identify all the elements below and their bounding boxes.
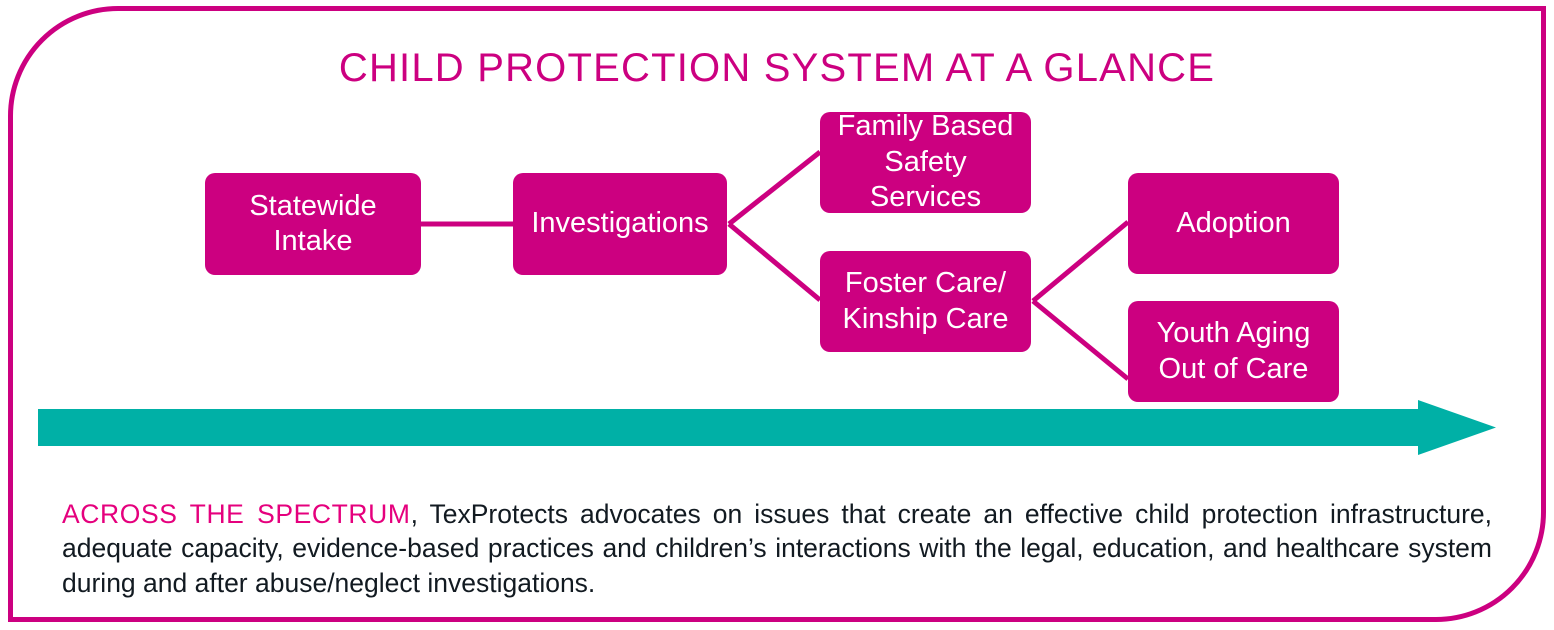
footnote-body-text: , TexProtects advocates on issues that c…: [62, 498, 1493, 598]
connector-foster-to-youth: [1031, 299, 1130, 381]
connector-investigations-to-foster: [727, 222, 822, 302]
node-family-based-safety-services[interactable]: Family Based Safety Services: [820, 110, 1031, 213]
connector-investigations-to-fbss: [727, 150, 822, 226]
node-foster-kinship-care[interactable]: Foster Care/ Kinship Care: [820, 251, 1031, 352]
node-youth-aging-out-of-care[interactable]: Youth Aging Out of Care: [1128, 301, 1339, 402]
node-statewide-intake[interactable]: Statewide Intake: [205, 173, 421, 275]
footnote-lead-text: ACROSS THE SPECTRUM: [62, 498, 411, 529]
node-investigations[interactable]: Investigations: [513, 173, 727, 275]
arrow-shape: [38, 400, 1496, 455]
page-title: CHILD PROTECTION SYSTEM AT A GLANCE: [338, 46, 1216, 90]
node-adoption[interactable]: Adoption: [1128, 173, 1339, 274]
footnote-paragraph: ACROSS THE SPECTRUM, TexProtects advocat…: [62, 497, 1492, 601]
spectrum-arrow: [38, 400, 1496, 455]
connector-foster-to-adoption: [1031, 220, 1130, 303]
